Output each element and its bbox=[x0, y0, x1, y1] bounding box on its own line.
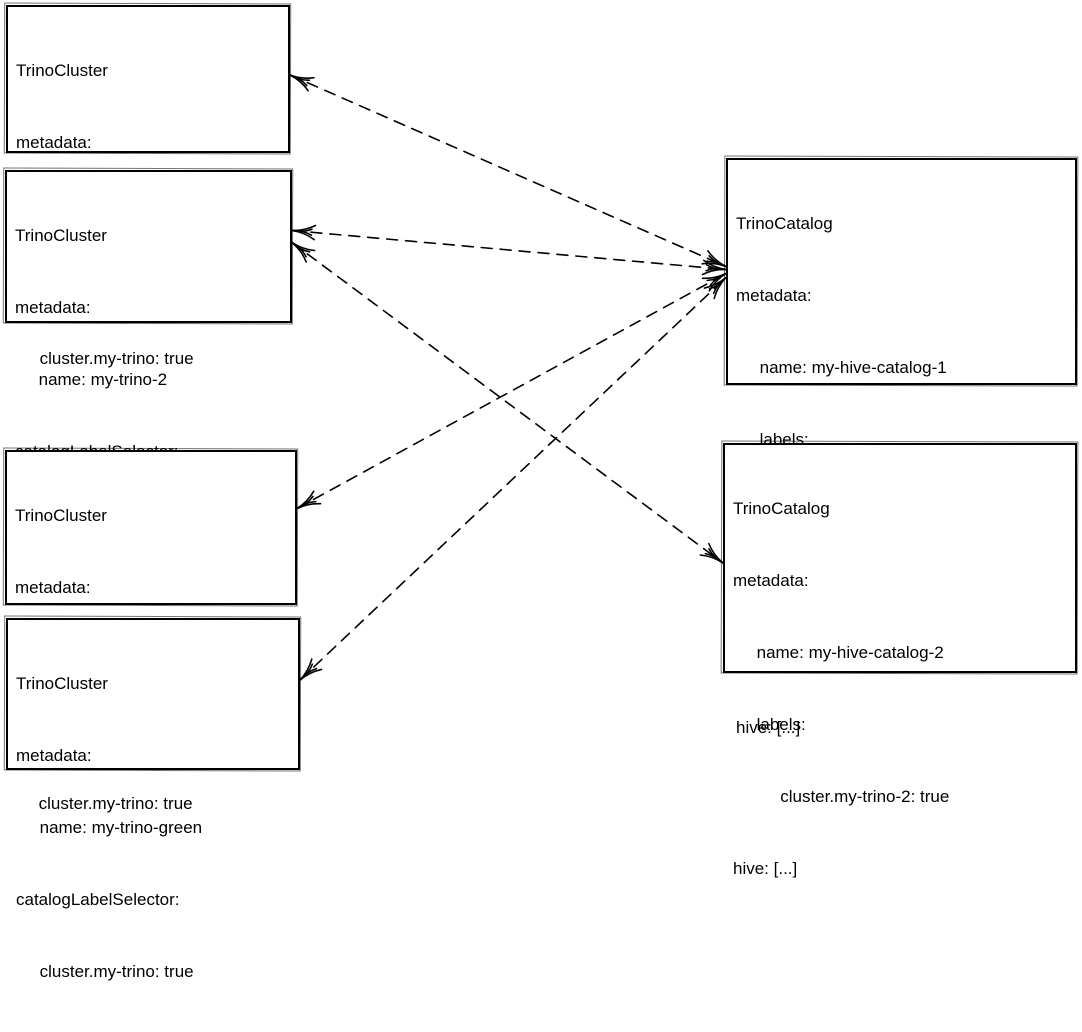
yaml-line: TrinoCatalog bbox=[736, 214, 833, 233]
yaml-line: TrinoCluster bbox=[16, 61, 108, 80]
node-trinocluster-my-trino: TrinoCluster metadata: name: my-trino ca… bbox=[6, 5, 290, 368]
yaml-line: TrinoCluster bbox=[15, 226, 107, 245]
edge-arrowhead bbox=[708, 276, 727, 290]
yaml-line: TrinoCatalog bbox=[733, 499, 830, 518]
yaml-line: TrinoCluster bbox=[15, 506, 107, 525]
node-trinocluster-my-trino-blue: TrinoCluster metadata: name: my-trino-bl… bbox=[5, 450, 297, 813]
edge-arrowhead bbox=[299, 667, 318, 681]
yaml-line: name: my-hive-catalog-2 bbox=[733, 643, 944, 662]
yaml-line: name: my-hive-catalog-1 bbox=[736, 358, 947, 377]
yaml-line: cluster.my-trino: true bbox=[16, 962, 194, 981]
yaml-line: hive: [...] bbox=[736, 718, 801, 737]
edge-line bbox=[299, 276, 727, 681]
yaml-line: metadata: bbox=[15, 578, 91, 597]
edge-arrowhead bbox=[296, 500, 317, 510]
edge-arrowhead bbox=[708, 548, 724, 564]
edge-arrowhead bbox=[708, 255, 727, 268]
edge-line bbox=[291, 241, 724, 564]
edge-line bbox=[291, 229, 727, 271]
yaml-line: metadata: bbox=[16, 133, 92, 152]
yaml-line: cluster.my-trino: true bbox=[15, 794, 193, 813]
node-trinocatalog-my-hive-catalog-2: TrinoCatalog metadata: name: my-hive-cat… bbox=[723, 443, 1077, 878]
edges-layer bbox=[289, 74, 727, 681]
edge-arrowhead bbox=[705, 263, 727, 271]
yaml-line: metadata: bbox=[736, 286, 812, 305]
yaml-line: metadata: bbox=[15, 298, 91, 317]
yaml-line: name: my-trino-2 bbox=[15, 370, 168, 389]
edge-line bbox=[289, 74, 727, 268]
yaml-line: hive: [...] bbox=[733, 859, 798, 878]
edge-line bbox=[296, 272, 727, 510]
edge-arrowhead bbox=[289, 74, 308, 87]
yaml-line: catalogLabelSelector: bbox=[16, 890, 180, 909]
diagram-canvas: TrinoCluster metadata: name: my-trino ca… bbox=[0, 0, 1082, 775]
node-trinocluster-my-trino-2: TrinoCluster metadata: name: my-trino-2 … bbox=[5, 170, 292, 533]
yaml-line: metadata: bbox=[16, 746, 92, 765]
yaml-line: name: my-trino-green bbox=[16, 818, 203, 837]
edge-arrowhead bbox=[291, 229, 313, 237]
node-trinocluster-my-trino-green: TrinoCluster metadata: name: my-trino-gr… bbox=[6, 618, 300, 981]
yaml-line: metadata: bbox=[733, 571, 809, 590]
edge-arrowhead bbox=[291, 241, 307, 258]
node-trinocatalog-my-hive-catalog-1: TrinoCatalog metadata: name: my-hive-cat… bbox=[726, 158, 1077, 737]
yaml-line: TrinoCluster bbox=[16, 674, 108, 693]
edge-arrowhead bbox=[706, 272, 727, 282]
yaml-line: cluster.my-trino-2: true bbox=[733, 787, 950, 806]
yaml-line: labels: bbox=[733, 715, 806, 734]
